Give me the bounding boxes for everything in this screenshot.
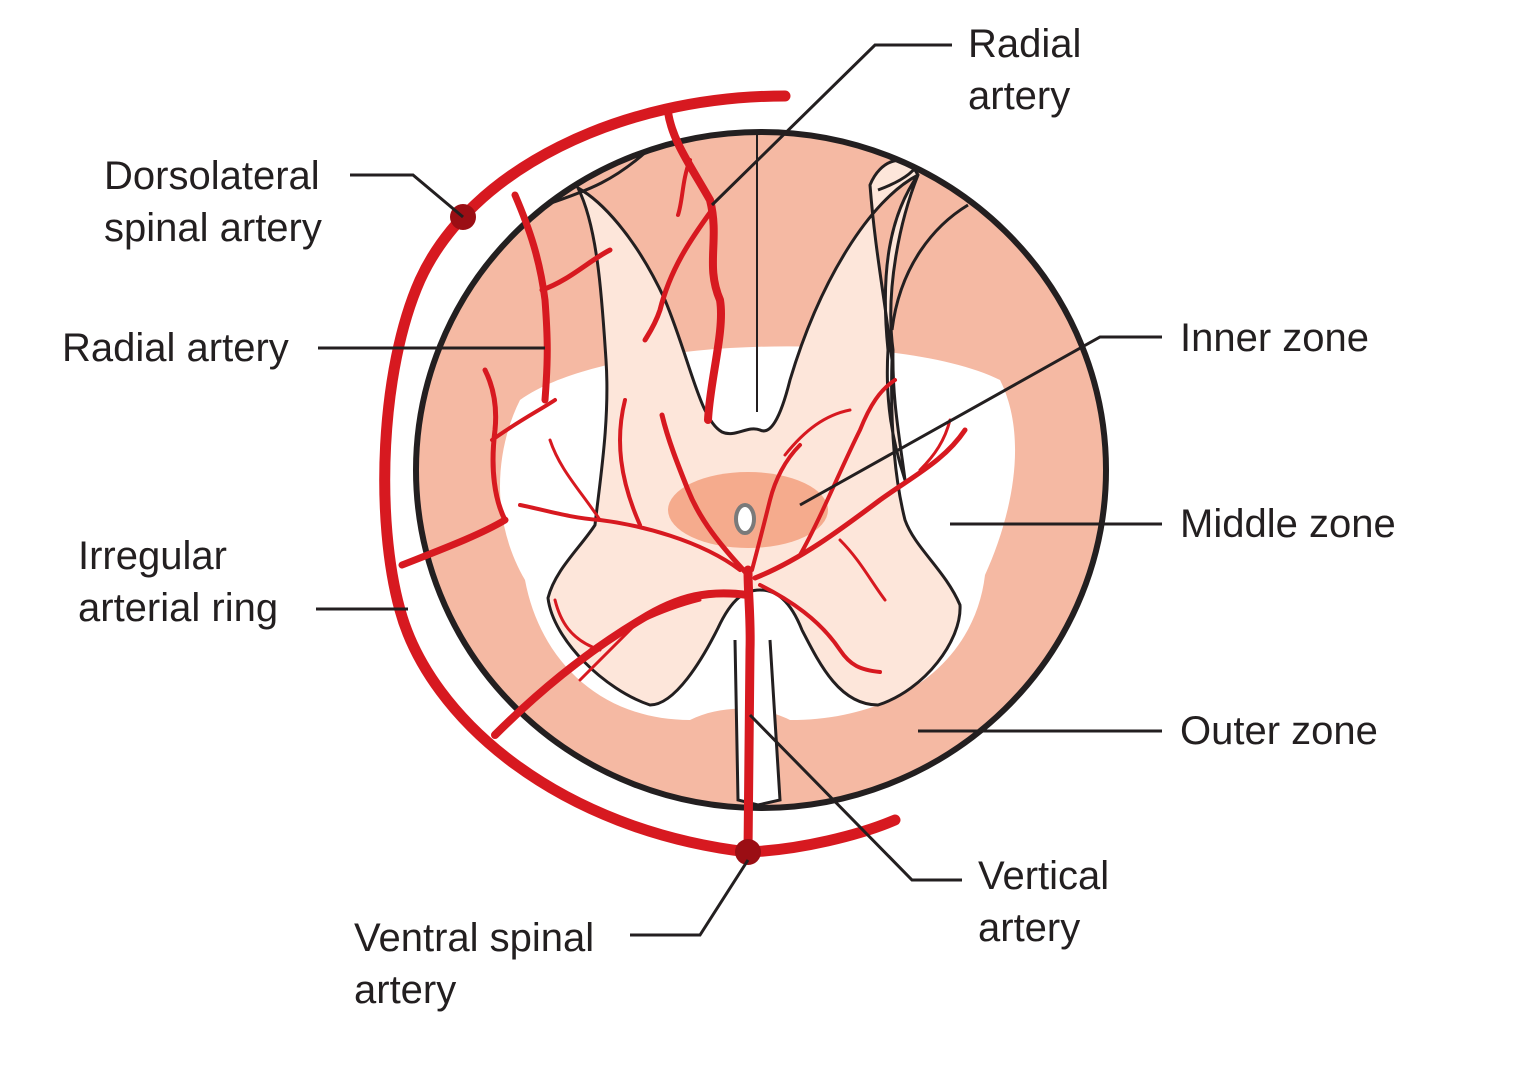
radial-artery-left-lower bbox=[398, 516, 509, 569]
sulcal-branch-right-3 bbox=[758, 583, 882, 674]
label-radial-artery-left: Radial artery bbox=[62, 322, 289, 374]
dorsal-horn-boundary-right-2 bbox=[890, 203, 969, 331]
label-outer-zone: Outer zone bbox=[1180, 705, 1378, 757]
label-text: spinal artery bbox=[104, 206, 322, 250]
label-text: arterial ring bbox=[78, 586, 279, 630]
leader-lines bbox=[316, 43, 1162, 937]
label-text: Radial artery bbox=[62, 326, 289, 370]
sulcal-branch-right-4 bbox=[838, 418, 952, 602]
radial-artery-top-twig bbox=[676, 158, 692, 217]
sulcal-branch-right bbox=[752, 427, 968, 581]
label-ventral-spinal-artery: Ventral spinal artery bbox=[354, 912, 594, 1016]
label-text: Middle zone bbox=[1180, 502, 1396, 546]
gray-matter-region bbox=[546, 159, 962, 707]
sulcal-branch-left-3 bbox=[618, 398, 642, 527]
arteries bbox=[379, 90, 968, 858]
label-middle-zone: Middle zone bbox=[1180, 498, 1396, 550]
label-inner-zone: Inner zone bbox=[1180, 312, 1369, 364]
radial-artery-left-lower-branch bbox=[482, 367, 508, 523]
spinal-cord-section bbox=[413, 129, 1109, 811]
radial-artery-left-lower-twig bbox=[490, 398, 557, 442]
label-text: Outer zone bbox=[1180, 709, 1378, 753]
cord-outline bbox=[413, 129, 1109, 811]
label-text: artery bbox=[978, 906, 1081, 950]
sulcal-branch-center bbox=[750, 443, 802, 572]
label-text: Vertical bbox=[978, 854, 1110, 898]
label-radial-artery-top: Radial artery bbox=[968, 18, 1081, 122]
label-text: artery bbox=[968, 74, 1071, 118]
leader-dorsolateral-spinal-artery bbox=[350, 173, 464, 219]
label-text: Dorsolateral bbox=[104, 154, 320, 198]
radial-artery-top bbox=[664, 108, 725, 424]
leader-vertical-artery bbox=[748, 713, 962, 882]
sulcal-branch-left-4 bbox=[548, 438, 602, 522]
radial-artery-top-branch bbox=[642, 207, 715, 343]
sulcal-branch-left bbox=[659, 412, 751, 578]
vertical-artery bbox=[743, 565, 755, 857]
label-text: Radial bbox=[968, 22, 1082, 66]
sulcal-branch-right-2 bbox=[798, 378, 897, 557]
leader-radial-artery-top bbox=[710, 43, 952, 207]
ventral-spinal-artery-node bbox=[735, 839, 761, 865]
leader-inner-zone bbox=[799, 335, 1162, 507]
label-vertical-artery: Vertical artery bbox=[978, 850, 1109, 954]
label-text: Irregular bbox=[78, 534, 227, 578]
sulcal-branch-upper-right bbox=[783, 408, 852, 457]
radial-artery-left-branch bbox=[539, 247, 613, 293]
sulcal-branch-left-5 bbox=[553, 598, 702, 682]
label-dorsolateral-spinal-artery: Dorsolateral spinal artery bbox=[104, 150, 322, 254]
dorsal-horn-boundary-left bbox=[544, 148, 650, 207]
radial-artery-left bbox=[511, 191, 551, 404]
label-text: Inner zone bbox=[1180, 316, 1370, 360]
central-canal bbox=[734, 503, 756, 535]
label-irregular-arterial-ring: Irregular arterial ring bbox=[78, 530, 278, 634]
leader-ventral-spinal-artery bbox=[630, 859, 750, 937]
label-text: artery bbox=[354, 968, 457, 1012]
label-text: Ventral spinal bbox=[354, 916, 595, 960]
sulcal-branch-left-2 bbox=[518, 503, 742, 572]
